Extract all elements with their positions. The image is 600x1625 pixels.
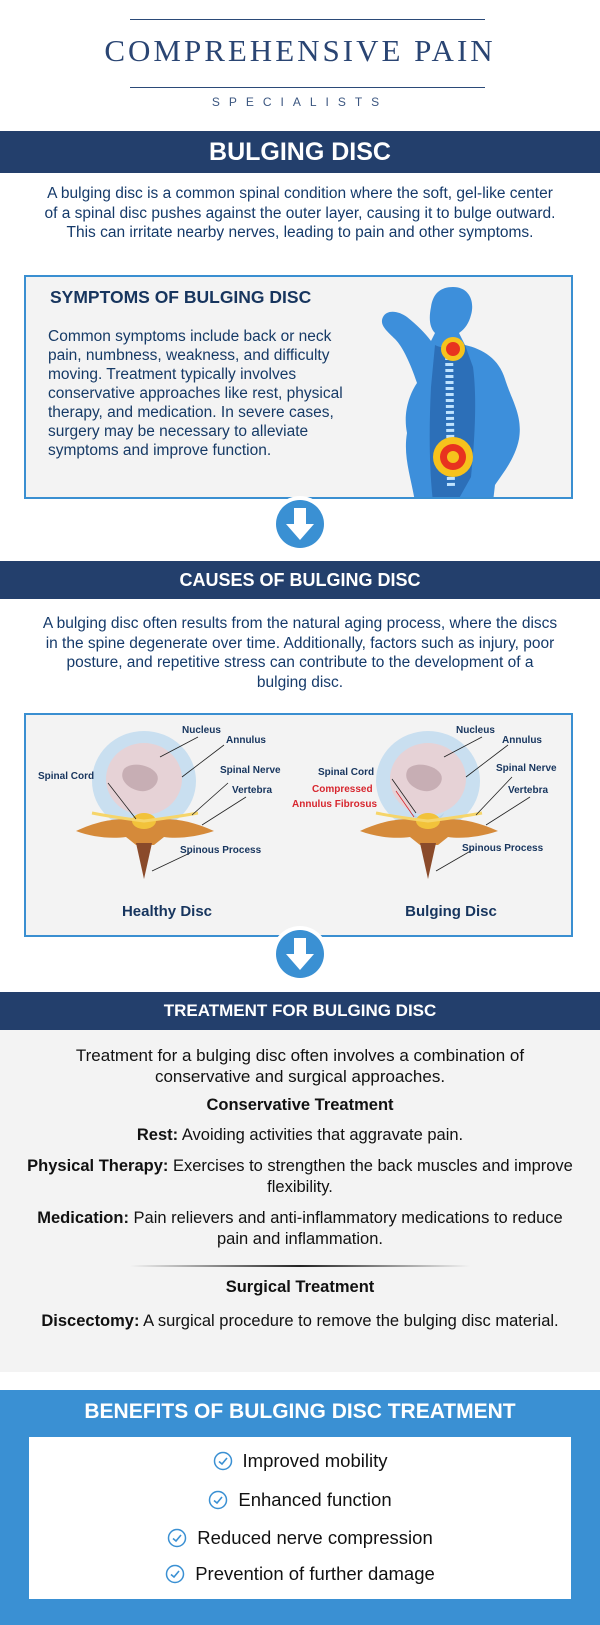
label-annulus: Annulus — [226, 735, 266, 746]
arrow-down-icon — [272, 496, 328, 552]
benefits-heading: BENEFITS OF BULGING DISC TREATMENT — [84, 1400, 516, 1423]
benefits-section: BENEFITS OF BULGING DISC TREATMENT Impro… — [0, 1390, 600, 1625]
benefit-item: Improved mobility — [29, 1449, 571, 1473]
causes-text: A bulging disc often results from the na… — [42, 615, 558, 691]
healthy-disc-diagram: Nucleus Annulus Spinal Cord Spinal Nerve… — [32, 721, 302, 921]
header-rule-bottom — [130, 87, 485, 88]
healthy-disc-caption: Healthy Disc — [121, 903, 213, 920]
treatment-heading: TREATMENT FOR BULGING DISC — [0, 992, 600, 1030]
check-circle-icon — [213, 1451, 232, 1471]
arrow-down-icon — [272, 926, 328, 982]
benefits-panel: Improved mobility Enhanced function Redu… — [29, 1437, 571, 1599]
treatment-item-rest: Rest: Avoiding activities that aggravate… — [136, 1126, 464, 1144]
benefit-item: Enhanced function — [29, 1488, 571, 1512]
treatment-lead: Treatment for a bulging disc often invol… — [75, 1046, 525, 1086]
treatment-item-physical-therapy: Physical Therapy: Exercises to strengthe… — [27, 1157, 573, 1196]
symptoms-text: Common symptoms include back or neck pai… — [48, 328, 343, 459]
conservative-heading: Conservative Treatment — [206, 1096, 394, 1114]
label-spinal-cord: Spinal Cord — [38, 771, 95, 782]
symptoms-heading: SYMPTOMS OF BULGING DISC — [50, 287, 312, 307]
label-annulus-fibrosus: Annulus Fibrosus — [292, 799, 377, 810]
healthy-disc-illustration — [76, 731, 247, 879]
label-spinal-nerve: Spinal Nerve — [496, 763, 557, 774]
intro-text: A bulging disc is a common spinal condit… — [44, 185, 556, 241]
main-heading: BULGING DISC — [0, 131, 600, 173]
header-rule-top — [130, 19, 485, 20]
back-pain-figure-icon — [382, 287, 520, 497]
bulging-disc-diagram: Nucleus Annulus Spinal Cord Compressed A… — [292, 721, 586, 921]
label-compressed: Compressed — [312, 784, 373, 795]
brand-header: COMPREHENSIVE PAIN SPECIALISTS — [0, 0, 600, 130]
label-annulus: Annulus — [502, 735, 542, 746]
surgical-heading: Surgical Treatment — [225, 1278, 375, 1296]
treatment-item-discectomy: Discectomy: A surgical procedure to remo… — [41, 1312, 559, 1330]
treatment-item-medication: Medication: Pain relievers and anti-infl… — [37, 1209, 563, 1248]
label-nucleus: Nucleus — [182, 725, 221, 736]
brand-title: COMPREHENSIVE PAIN — [104, 33, 496, 68]
label-spinal-cord: Spinal Cord — [318, 767, 375, 778]
label-spinal-nerve: Spinal Nerve — [220, 765, 281, 776]
treatment-section: Treatment for a bulging disc often invol… — [0, 1030, 600, 1372]
check-circle-icon — [209, 1490, 228, 1510]
section-divider — [130, 1265, 470, 1267]
check-circle-icon — [168, 1528, 187, 1548]
label-spinous-process: Spinous Process — [462, 843, 544, 854]
label-spinous-process: Spinous Process — [180, 845, 262, 856]
benefit-item: Reduced nerve compression — [29, 1526, 571, 1550]
label-vertebra: Vertebra — [508, 785, 549, 796]
bulging-disc-caption: Bulging Disc — [405, 903, 497, 920]
brand-subtitle: SPECIALISTS — [211, 95, 389, 109]
label-nucleus: Nucleus — [456, 725, 495, 736]
disc-diagram-box: Nucleus Annulus Spinal Cord Spinal Nerve… — [24, 713, 573, 937]
bulging-disc-illustration — [360, 731, 531, 879]
benefit-item: Prevention of further damage — [29, 1562, 571, 1586]
symptoms-box: SYMPTOMS OF BULGING DISC Common symptoms… — [24, 275, 573, 499]
causes-heading: CAUSES OF BULGING DISC — [0, 561, 600, 599]
label-vertebra: Vertebra — [232, 785, 273, 796]
check-circle-icon — [165, 1564, 185, 1584]
